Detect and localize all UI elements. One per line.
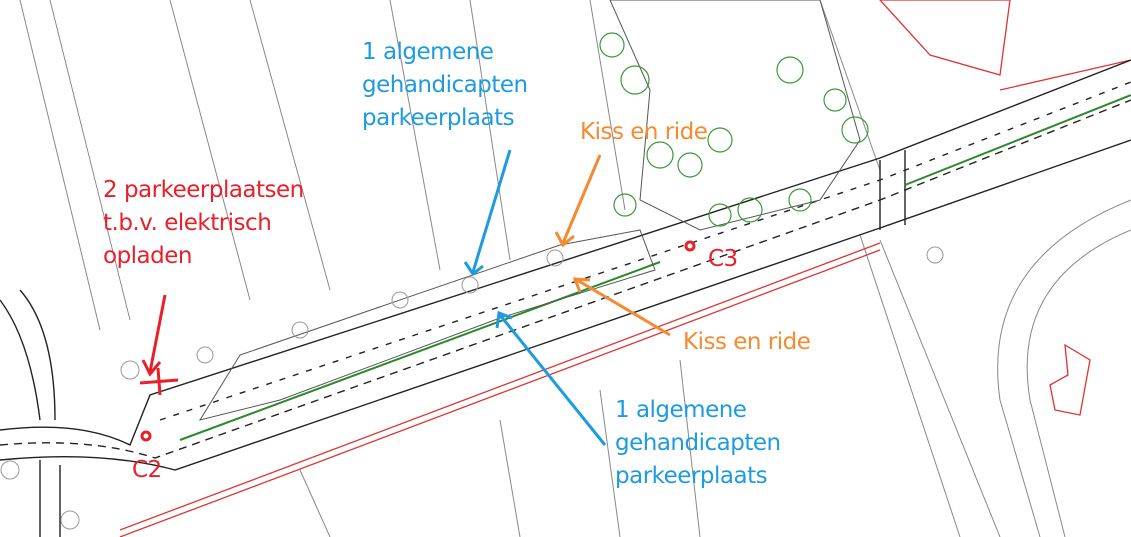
kiss-ride-right-label: Kiss en ride — [683, 329, 811, 355]
streetlights — [0, 246, 944, 530]
point-c3-label: C3 — [708, 246, 738, 272]
ev-label-line: t.b.v. elektrisch — [103, 210, 272, 236]
disabled-label-line: gehandicapten — [615, 430, 781, 456]
disabled-top-label: 1 algemene gehandicapten parkeerplaats — [362, 36, 528, 135]
kiss-ride-right-arrow — [576, 278, 671, 337]
disabled-label-line: 1 algemene — [615, 397, 747, 423]
ev-label-line: opladen — [103, 243, 192, 269]
disabled-bottom-label: 1 algemene gehandicapten parkeerplaats — [615, 394, 781, 493]
arrows — [139, 149, 671, 446]
disabled-label-line: parkeerplaats — [615, 463, 768, 489]
disabled-label-line: parkeerplaats — [362, 105, 515, 131]
background-parcels — [19, 0, 1131, 537]
trees — [599, 32, 869, 227]
disabled-top-arrow — [471, 149, 512, 273]
ev-charging-label: 2 parkeerplaatsen t.b.v. elektrisch opla… — [103, 174, 304, 273]
red-boundaries — [119, 0, 1131, 537]
roads — [0, 59, 1131, 537]
point-c2-marker — [140, 430, 152, 442]
point-c2-label: C2 — [132, 457, 162, 483]
disabled-bottom-arrow — [498, 314, 607, 446]
point-c3-marker — [684, 240, 696, 252]
ev-label-line: 2 parkeerplaatsen — [103, 177, 304, 203]
kiss-ride-top-label: Kiss en ride — [580, 119, 708, 145]
disabled-label-line: gehandicapten — [362, 72, 528, 98]
kiss-ride-top-arrow — [561, 154, 602, 244]
ev-charging-arrow — [148, 294, 167, 373]
disabled-label-line: 1 algemene — [362, 39, 494, 65]
parking-area — [198, 0, 861, 421]
